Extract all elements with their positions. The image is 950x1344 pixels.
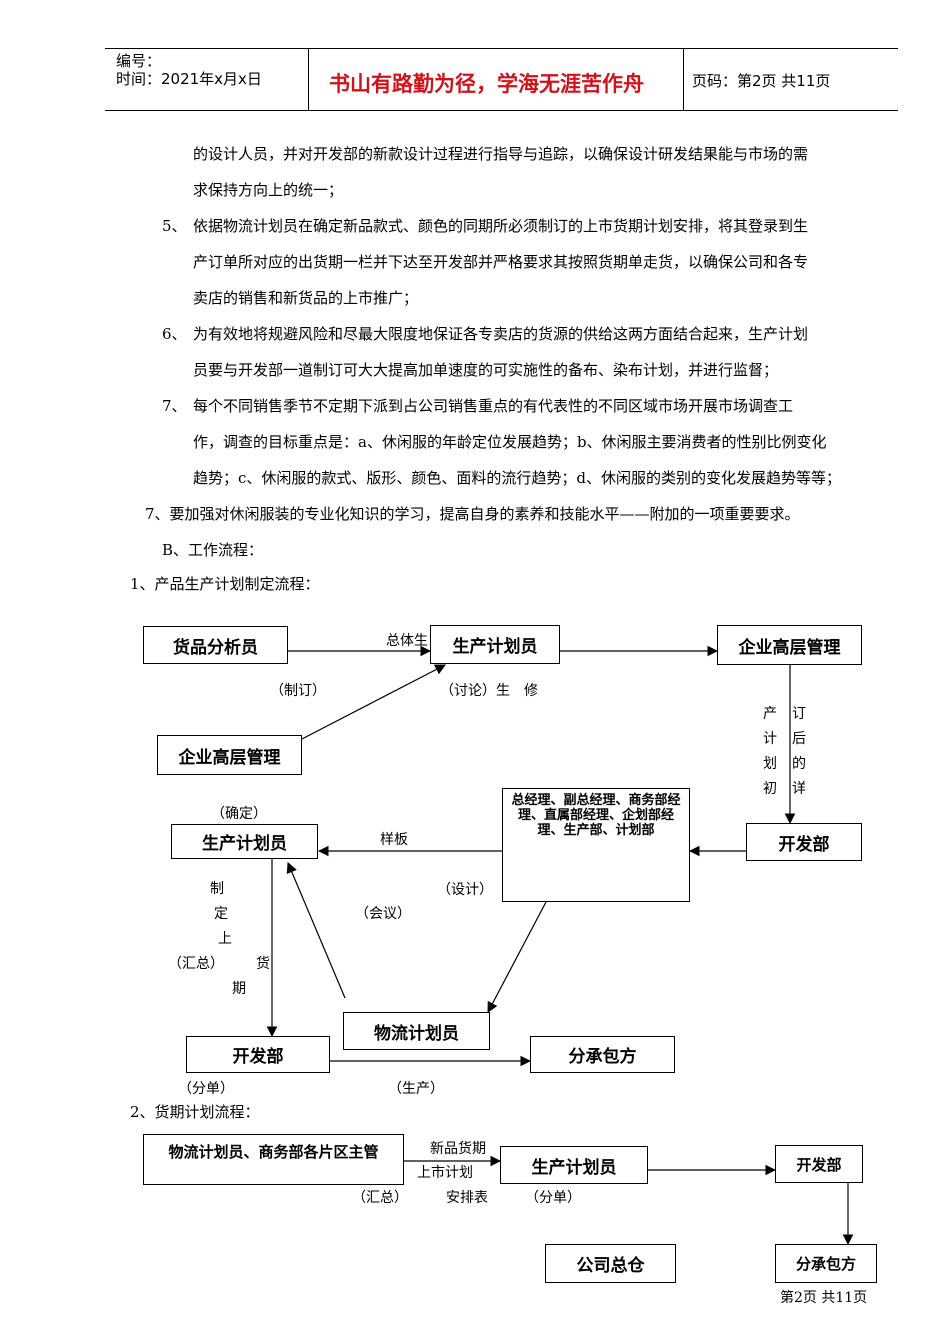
arrow-logistics-to-planner — [286, 862, 346, 999]
paragraph-line: 卖店的销售和新货品的上市推广； — [193, 289, 419, 307]
paragraph-line: 员要与开发部一道制订可大大提高加单速度的可实施性的备布、染布计划，并进行监督； — [193, 361, 779, 379]
label-shengchan: （生产） — [388, 1081, 444, 1097]
box-senior-management-top: 企业高层管理 — [717, 625, 862, 665]
header-motto: 书山有路勤为径，学海无涯苦作舟 — [329, 71, 644, 96]
paragraph-number: 6、 — [162, 325, 187, 343]
paragraph-line: 作，调查的目标重点是：a、休闲服的年龄定位发展趋势；b、休闲服主要消费者的性别比… — [193, 433, 827, 451]
label-sheji: （设计） — [437, 882, 493, 898]
document-date-label: 时间：2021年x月x日 — [116, 70, 262, 88]
box-production-planner-top: 生产计划员 — [430, 625, 560, 664]
box-development-dept-right: 开发部 — [746, 823, 862, 861]
vertical-char-ding: 定 — [214, 906, 228, 922]
label-zhiding: （制订） — [270, 683, 326, 699]
vertical-text-right-col: 订后的详 — [792, 706, 806, 797]
label-fendan-2: （分单） — [525, 1190, 581, 1206]
label-zongti: 总体生 — [386, 633, 428, 649]
paragraph-line: 求保持方向上的统一； — [193, 181, 344, 199]
label-huiyi: （会议） — [355, 906, 411, 922]
label-huizong: （汇总） — [168, 956, 224, 972]
paragraph-item-5: 依据物流计划员在确定新品款式、颜色的同期所必须制订的上市货期计划安排，将其登录到… — [193, 208, 808, 316]
paragraph-continued: 的设计人员，并对开发部的新款设计过程进行指导与追踪，以确保设计研发结果能与市场的… — [193, 136, 808, 208]
paragraph-number: 5、 — [162, 217, 187, 235]
label-queding: （确定） — [211, 806, 267, 822]
paragraph-line: 为有效地将规避风险和尽最大限度地保证各专卖店的货源的供给这两方面结合起来，生产计… — [193, 325, 809, 343]
arrow-exec-left-to-planner — [299, 664, 446, 741]
document-code-label: 编号： — [116, 52, 162, 70]
label-taolun: （讨论）生 修 — [440, 683, 538, 699]
vertical-text-left-col: 产计划初 — [763, 706, 777, 797]
vertical-char-qi: 期 — [232, 981, 246, 997]
paragraph-item-6: 为有效地将规避风险和尽最大限度地保证各专卖店的货源的供给这两方面结合起来，生产计… — [193, 316, 808, 388]
label-xinpin-huoqi: 新品货期 — [430, 1141, 486, 1157]
box-production-planner-2: 生产计划员 — [500, 1146, 648, 1184]
paragraph-line: 的设计人员，并对开发部的新款设计过程进行指导与追踪，以确保设计研发结果能与市场的… — [193, 145, 809, 163]
box-logistics-biz-managers: 物流计划员、商务部各片区主管 — [143, 1134, 404, 1185]
paragraph-line: 每个不同销售季节不定期下派到占公司销售重点的有代表性的不同区域市场开展市场调查工 — [193, 397, 794, 415]
paragraph-extra: 7、要加强对休闲服装的专业化知识的学习，提高自身的素养和技能水平——附加的一项重… — [145, 505, 800, 523]
box-development-dept-2: 开发部 — [775, 1145, 863, 1183]
paragraph-line: 趋势；c、休闲服的款式、版形、颜色、面料的流行趋势；d、休闲服的类别的变化发展趋… — [193, 469, 842, 487]
vertical-char-zhi: 制 — [210, 881, 224, 897]
footer-page-number: 第2页 共11页 — [780, 1290, 868, 1306]
arrow-committee-to-logistics — [487, 901, 547, 1013]
label-huizong-2: （汇总） — [352, 1190, 408, 1206]
box-goods-analyst: 货品分析员 — [143, 626, 288, 664]
box-logistics-planner: 物流计划员 — [343, 1012, 490, 1050]
flow2-title: 2、货期计划流程： — [130, 1103, 260, 1121]
section-b-heading: B、工作流程： — [162, 541, 264, 559]
vertical-char-shang: 上 — [218, 931, 232, 947]
paragraph-line: 产订单所对应的出货期一栏并下达至开发部并严格要求其按照货期单走货，以确保公司和各… — [193, 253, 809, 271]
label-yangban: 样板 — [380, 832, 408, 848]
label-anpai-biao: 安排表 — [446, 1190, 488, 1206]
label-shangshi-jihua: 上市计划 — [417, 1165, 473, 1181]
box-company-warehouse: 公司总仓 — [545, 1244, 676, 1283]
flow1-title: 1、产品生产计划制定流程： — [130, 575, 320, 593]
header-page-number: 页码：第2页 共11页 — [692, 72, 831, 90]
box-development-dept-bottom: 开发部 — [186, 1036, 330, 1073]
box-production-planner-mid: 生产计划员 — [171, 824, 318, 859]
paragraph-line: 依据物流计划员在确定新品款式、颜色的同期所必须制订的上市货期计划安排，将其登录到… — [193, 217, 809, 235]
paragraph-item-7: 每个不同销售季节不定期下派到占公司销售重点的有代表性的不同区域市场开展市场调查工… — [193, 388, 841, 496]
vertical-char-huo: 货 — [256, 956, 270, 972]
box-subcontractor: 分承包方 — [530, 1036, 675, 1073]
label-fendan: （分单） — [178, 1081, 234, 1097]
paragraph-number: 7、 — [162, 397, 187, 415]
box-subcontractor-2: 分承包方 — [775, 1244, 877, 1283]
box-senior-management-left: 企业高层管理 — [157, 735, 302, 775]
box-management-committee: 总经理、副总经理、商务部经理、直属部经理、企划部经理、生产部、计划部 — [502, 788, 690, 902]
